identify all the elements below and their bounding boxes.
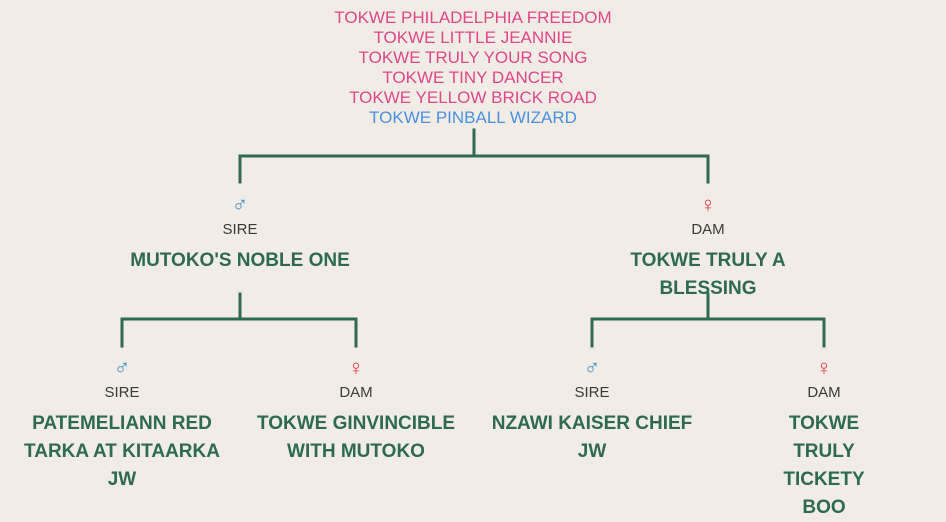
dam-name[interactable]: TOKWE TRULY A BLESSING	[630, 250, 786, 299]
female-icon: ♀	[347, 355, 365, 380]
litter-item[interactable]: TOKWE YELLOW BRICK ROAD	[349, 88, 597, 107]
dam-node: ♀ DAM TOKWE TRULY A BLESSING	[589, 194, 827, 303]
male-icon: ♂	[583, 355, 601, 380]
sire-node: ♂ SIRE MUTOKO'S NOBLE ONE	[130, 194, 350, 275]
dam-label: DAM	[807, 384, 841, 401]
sire-sire-name[interactable]: PATEMELIANN RED TARKA AT KITAARKA JW	[24, 413, 220, 490]
female-icon: ♀	[815, 355, 833, 380]
sire-dam-name[interactable]: TOKWE GINVINCIBLE WITH MUTOKO	[256, 413, 456, 462]
sire-label: SIRE	[222, 221, 258, 238]
male-icon: ♂	[231, 192, 249, 217]
pedigree-connector-lines	[120, 128, 826, 348]
pedigree-diagram: TOKWE PHILADELPHIA FREEDOM TOKWE LITTLE …	[0, 8, 946, 518]
female-icon: ♀	[699, 192, 717, 217]
sire-name[interactable]: MUTOKO'S NOBLE ONE	[130, 250, 350, 271]
dam-sire-node: ♂ SIRE NZAWI KAISER CHIEF JW	[492, 357, 693, 466]
dam-dam-name[interactable]: TOKWE TRULY TICKETY BOO	[783, 413, 865, 518]
litter-list: TOKWE PHILADELPHIA FREEDOM TOKWE LITTLE …	[0, 8, 946, 128]
litter-item[interactable]: TOKWE TINY DANCER	[382, 68, 564, 87]
litter-item[interactable]: TOKWE PINBALL WIZARD	[369, 108, 577, 127]
sire-dam-node: ♀ DAM TOKWE GINVINCIBLE WITH MUTOKO	[257, 357, 455, 466]
dam-label: DAM	[339, 384, 373, 401]
litter-item[interactable]: TOKWE PHILADELPHIA FREEDOM	[334, 8, 612, 27]
sire-sire-node: ♂ SIRE PATEMELIANN RED TARKA AT KITAARKA…	[24, 357, 220, 494]
male-icon: ♂	[113, 355, 131, 380]
dam-sire-name[interactable]: NZAWI KAISER CHIEF JW	[491, 413, 693, 462]
dam-label: DAM	[691, 221, 725, 238]
sire-label: SIRE	[574, 384, 610, 401]
litter-item[interactable]: TOKWE LITTLE JEANNIE	[373, 28, 573, 47]
litter-item[interactable]: TOKWE TRULY YOUR SONG	[358, 48, 588, 67]
sire-label: SIRE	[104, 384, 140, 401]
dam-dam-node: ♀ DAM TOKWE TRULY TICKETY BOO	[763, 357, 885, 522]
